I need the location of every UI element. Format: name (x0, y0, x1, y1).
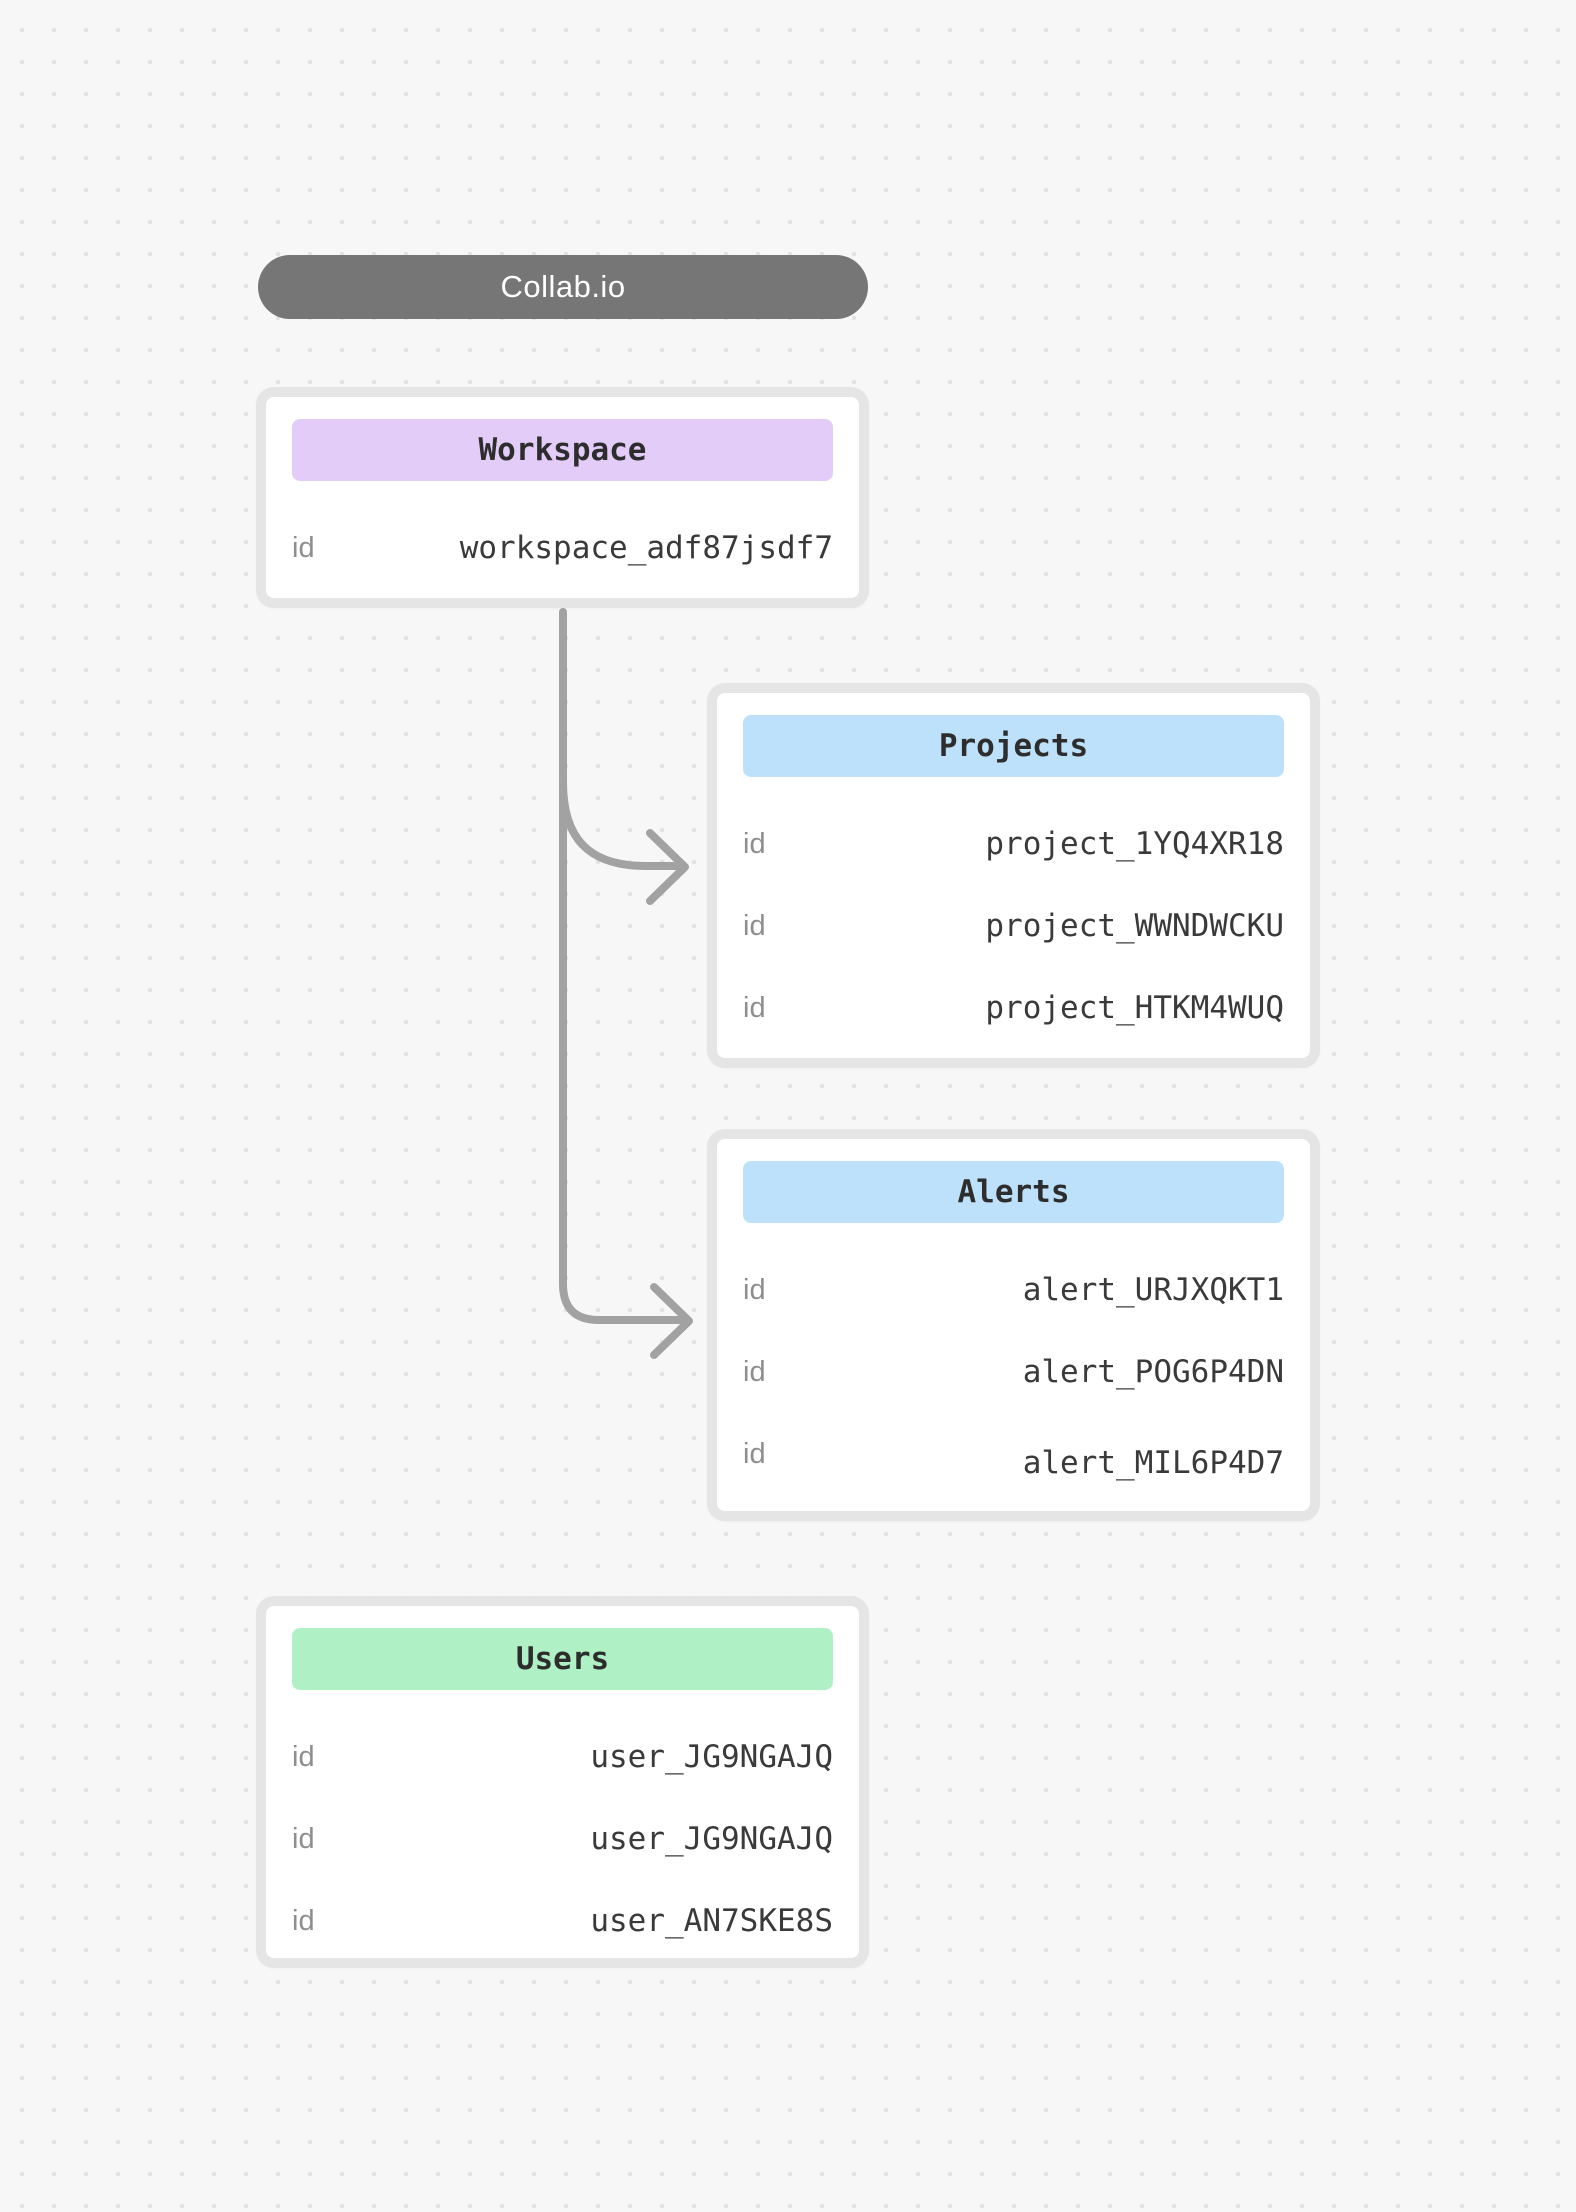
field-value: user_JG9NGAJQ (590, 1821, 833, 1857)
field-row: id user_JG9NGAJQ (292, 1798, 833, 1880)
field-row: id project_HTKM4WUQ (743, 967, 1284, 1049)
entity-card-alerts[interactable]: Alerts id alert_URJXQKT1 id alert_POG6P4… (707, 1129, 1320, 1521)
field-row: id user_AN7SKE8S (292, 1880, 833, 1962)
field-rows: id workspace_adf87jsdf7 (292, 507, 833, 589)
field-row: id alert_POG6P4DN (743, 1331, 1284, 1413)
field-rows: id project_1YQ4XR18 id project_WWNDWCKU … (743, 803, 1284, 1049)
field-row: id user_JG9NGAJQ (292, 1716, 833, 1798)
arrowhead-alerts-icon (650, 1283, 693, 1359)
field-value: user_AN7SKE8S (590, 1903, 833, 1939)
field-key: id (743, 991, 766, 1024)
field-value: workspace_adf87jsdf7 (459, 530, 833, 566)
field-value: alert_MIL6P4D7 (1022, 1445, 1284, 1481)
field-value: alert_URJXQKT1 (1022, 1272, 1284, 1308)
arrowhead-projects-icon (646, 829, 689, 905)
entity-header-alerts: Alerts (743, 1161, 1284, 1223)
entity-header-projects: Projects (743, 715, 1284, 777)
field-value: user_JG9NGAJQ (590, 1739, 833, 1775)
field-row: id alert_URJXQKT1 (743, 1249, 1284, 1331)
connector-workspace-alerts-line (559, 608, 684, 1324)
field-value: project_HTKM4WUQ (985, 990, 1284, 1026)
field-key: id (743, 909, 766, 942)
entity-header-workspace: Workspace (292, 419, 833, 481)
entity-header-users: Users (292, 1628, 833, 1690)
field-key: id (292, 1822, 315, 1855)
entity-title: Projects (938, 728, 1089, 764)
field-row: id project_WWNDWCKU (743, 885, 1284, 967)
connector-workspace-projects-line (559, 778, 680, 870)
field-value: project_1YQ4XR18 (985, 826, 1284, 862)
field-key: id (743, 827, 766, 860)
field-row: id alert_MIL6P4D7 (743, 1413, 1284, 1495)
entity-card-workspace[interactable]: Workspace id workspace_adf87jsdf7 (256, 387, 869, 608)
field-row: id project_1YQ4XR18 (743, 803, 1284, 885)
entity-title: Users (515, 1641, 610, 1677)
entity-title: Alerts (957, 1174, 1070, 1210)
field-key: id (292, 1904, 315, 1937)
field-key: id (743, 1273, 766, 1306)
field-rows: id user_JG9NGAJQ id user_JG9NGAJQ id use… (292, 1716, 833, 1962)
entity-card-users[interactable]: Users id user_JG9NGAJQ id user_JG9NGAJQ … (256, 1596, 869, 1968)
field-value: alert_POG6P4DN (1022, 1354, 1284, 1390)
field-row: id workspace_adf87jsdf7 (292, 507, 833, 589)
field-key: id (292, 531, 315, 564)
field-value: project_WWNDWCKU (985, 908, 1284, 944)
entity-title: Workspace (478, 432, 647, 468)
field-key: id (292, 1740, 315, 1773)
app-title-pill[interactable]: Collab.io (258, 255, 868, 319)
app-title-label: Collab.io (500, 269, 626, 304)
field-key: id (743, 1355, 766, 1388)
field-key: id (743, 1437, 766, 1470)
entity-card-projects[interactable]: Projects id project_1YQ4XR18 id project_… (707, 683, 1320, 1068)
field-rows: id alert_URJXQKT1 id alert_POG6P4DN id a… (743, 1249, 1284, 1495)
